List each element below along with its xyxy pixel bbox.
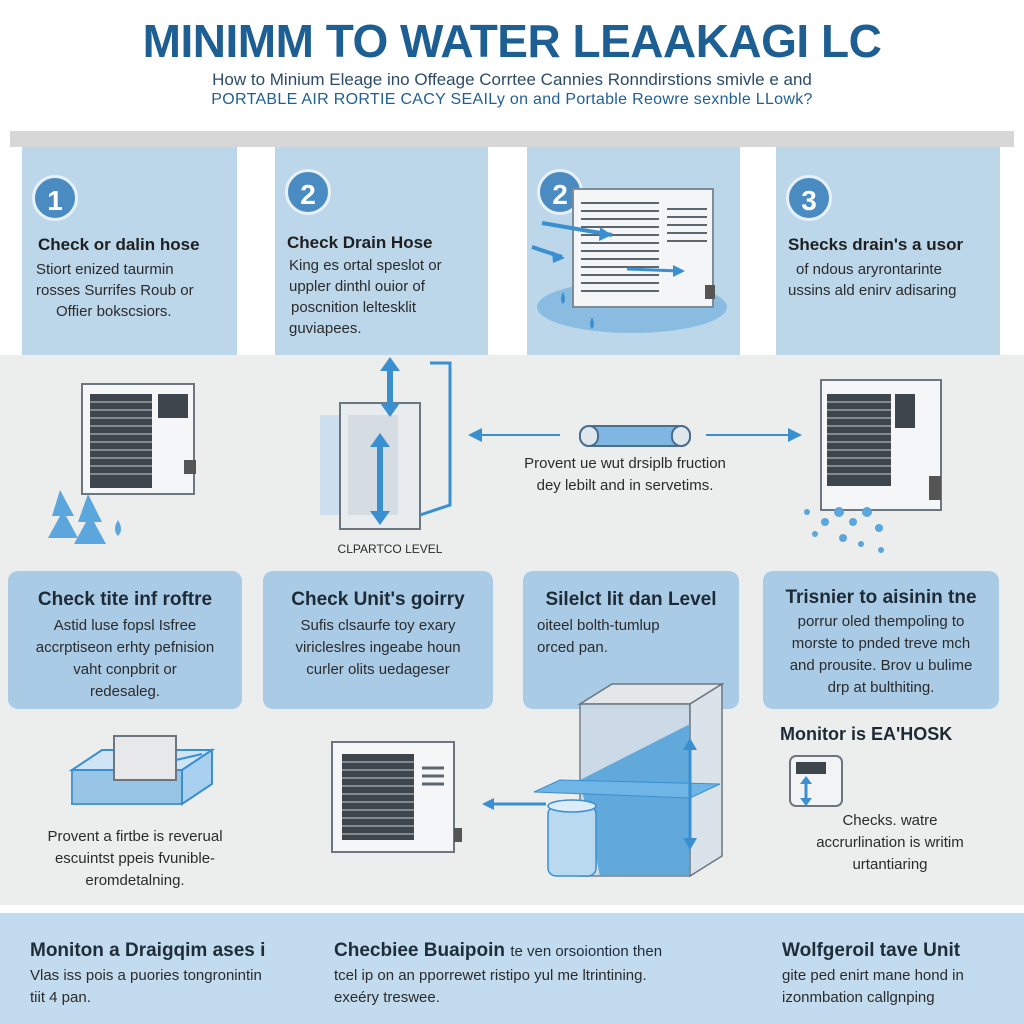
monitor-body: Checks. watre accrurlination is writim u…	[816, 812, 964, 873]
step-heading: Shecks drain's a usor	[788, 235, 964, 254]
step-body: Stiort enized taurmin rosses Surrifes Ro…	[36, 261, 194, 320]
subtitle-line-2: PORTABLE AIR RORTIE CACY SEAILy on and P…	[211, 91, 813, 108]
monitor-heading: Monitor is EA'HOSK	[780, 724, 953, 744]
bottom-heading-2: Checbiee Buaipoin te ven orsoiontion the…	[334, 940, 663, 961]
bottom-body-2: tcel ip on an pporrewet ristipo yul me l…	[334, 967, 647, 1006]
step-heading: Check or dalin hose	[38, 235, 200, 254]
drain-pan-box-icon	[533, 682, 725, 878]
clear-level-label: CLPARTCO LEVEL	[337, 542, 443, 556]
left-arrow-icon	[482, 798, 546, 810]
drain-tray-icon	[68, 735, 216, 806]
step-panel-2-illustration: 2	[527, 147, 740, 355]
step-number-badge: 3	[786, 175, 832, 221]
card-title: Check tite inf roftre	[37, 589, 213, 610]
bottom-body-1: Vlas iss pois a puories tongronintin tii…	[30, 967, 262, 1006]
card-body: Astid luse fopsl Isfree accrptiseon erht…	[35, 617, 215, 700]
step-body: King es ortal speslot or uppler dinthl o…	[289, 257, 442, 337]
card-title: Trisnier to aisinin tne	[785, 587, 977, 608]
hose-connection-icon	[468, 425, 802, 447]
info-card-2: Check Unit's goirry Sufis clsaurfe toy e…	[263, 571, 493, 709]
header-divider	[10, 131, 1014, 147]
card-title: Check Unit's goirry	[291, 589, 465, 610]
page-title: MINIMM TO WATER LEAAKAGI LC	[142, 15, 882, 67]
step-body: of ndous aryrontarinte ussins ald enirv …	[788, 261, 957, 299]
bottom-body-3: gite ped enirt mane hond in izonmbation …	[782, 967, 964, 1006]
card-body: porrur oled thempoling to morste to pnde…	[789, 613, 973, 696]
step-panel-1: 1 Check or dalin hose Stiort enized taur…	[22, 147, 237, 355]
step-panel-2: 2 Check Drain Hose King es ortal speslot…	[275, 147, 488, 355]
bottom-heading-1: Moniton a Draigqim ases i	[30, 940, 266, 961]
hose-caption: Provent ue wut drsiplb fruction dey lebi…	[524, 455, 726, 494]
clear-level-unit-icon	[320, 357, 452, 530]
subtitle-line-1: How to Minium Eleage ino Offeage Corrtee…	[212, 70, 812, 89]
info-card-1: Check tite inf roftre Astid luse fopsl I…	[8, 571, 242, 709]
step-panel-3: 3 Shecks drain's a usor of ndous aryront…	[776, 147, 1000, 355]
portable-ac-leak-icon	[48, 383, 196, 544]
tray-caption: Provent a firtbe is reverual escuintst p…	[47, 828, 223, 889]
step-number-badge: 1	[32, 175, 78, 221]
card-title: Silelct lit dan Level	[545, 589, 717, 610]
outdoor-unit-spray-icon	[804, 379, 942, 553]
outdoor-unit-leak-icon	[531, 188, 727, 333]
info-card-4: Trisnier to aisinin tne porrur oled them…	[763, 571, 999, 709]
step-heading: Check Drain Hose	[287, 233, 433, 252]
outdoor-condenser-icon	[331, 741, 462, 853]
small-dehumidifier-icon	[789, 755, 843, 807]
card-body: Sufis clsaurfe toy exary viricleslres in…	[295, 617, 461, 678]
card-body: oiteel bolth-tumlup orced pan.	[537, 617, 660, 656]
bottom-section: Moniton a Draigqim ases i Vlas iss pois …	[0, 913, 1024, 1024]
step-number-badge: 2	[285, 169, 331, 215]
bottom-heading-3: Wolfgeroil tave Unit	[782, 940, 961, 961]
